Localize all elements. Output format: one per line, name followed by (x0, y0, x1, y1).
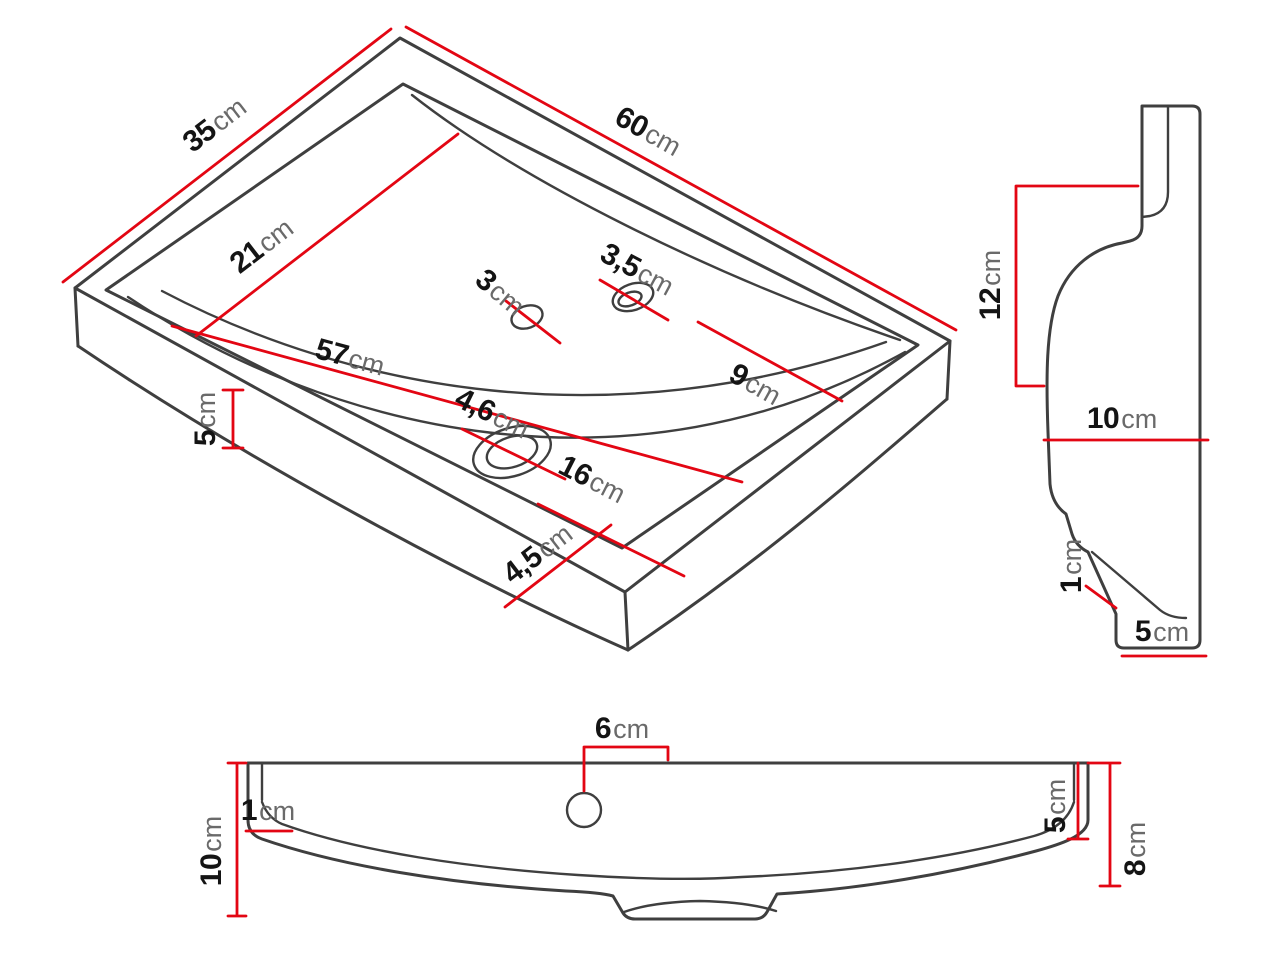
dimension-line-9cm (696, 320, 844, 403)
dimension-line-16cm (536, 502, 686, 578)
faucet-hole (510, 304, 544, 330)
dimension-line-35cm (61, 27, 393, 284)
drain-hole-inner (485, 434, 539, 470)
dimension-line-3cm (504, 299, 562, 345)
front-inner-shell-line (260, 800, 1076, 880)
dimension-line-10cm-front (226, 761, 248, 918)
iso-inner-rim (104, 82, 920, 550)
overflow-hole-inner (617, 290, 643, 308)
dimension-line-57cm (170, 324, 744, 484)
iso-bottom-right-edge (626, 397, 949, 652)
dimension-line-4-5cm (503, 523, 613, 609)
dimension-line-5cm-front (1066, 761, 1090, 841)
side-view (1014, 104, 1210, 658)
dimension-line-4-6cm (460, 427, 567, 481)
side-inner-rim-line (1140, 104, 1170, 219)
drain-hole-outer (472, 424, 552, 480)
iso-bottom-left-edge (76, 344, 630, 652)
front-view (226, 745, 1122, 921)
iso-left-corner-edge (73, 286, 80, 348)
front-drain-boss-inner-line (622, 899, 778, 914)
iso-basin-back-curve (410, 93, 902, 342)
dimension-line-12cm (1014, 184, 1140, 388)
side-profile-outline (1045, 104, 1202, 650)
dimension-line-3-5cm (598, 278, 670, 322)
dimension-line-8cm-front (1086, 761, 1122, 888)
dimension-line-1cm-side (1084, 584, 1118, 610)
overflow-hole-outer (611, 281, 655, 313)
side-inner-shell-line (1090, 550, 1188, 620)
isometric-view (61, 25, 958, 652)
dimension-line-5cm-iso (221, 388, 245, 450)
iso-bottom-corner-edge (623, 590, 630, 652)
iso-basin-bowl-curve-inner (160, 289, 888, 397)
iso-right-corner-edge (945, 339, 952, 401)
dimension-line-21cm (194, 132, 460, 338)
iso-basin-bowl-curve-outer (126, 295, 907, 439)
dimension-line-6cm (582, 745, 670, 793)
front-faucet-hole (565, 791, 603, 829)
front-outline (246, 761, 1090, 921)
dimension-line-60cm (404, 25, 958, 332)
